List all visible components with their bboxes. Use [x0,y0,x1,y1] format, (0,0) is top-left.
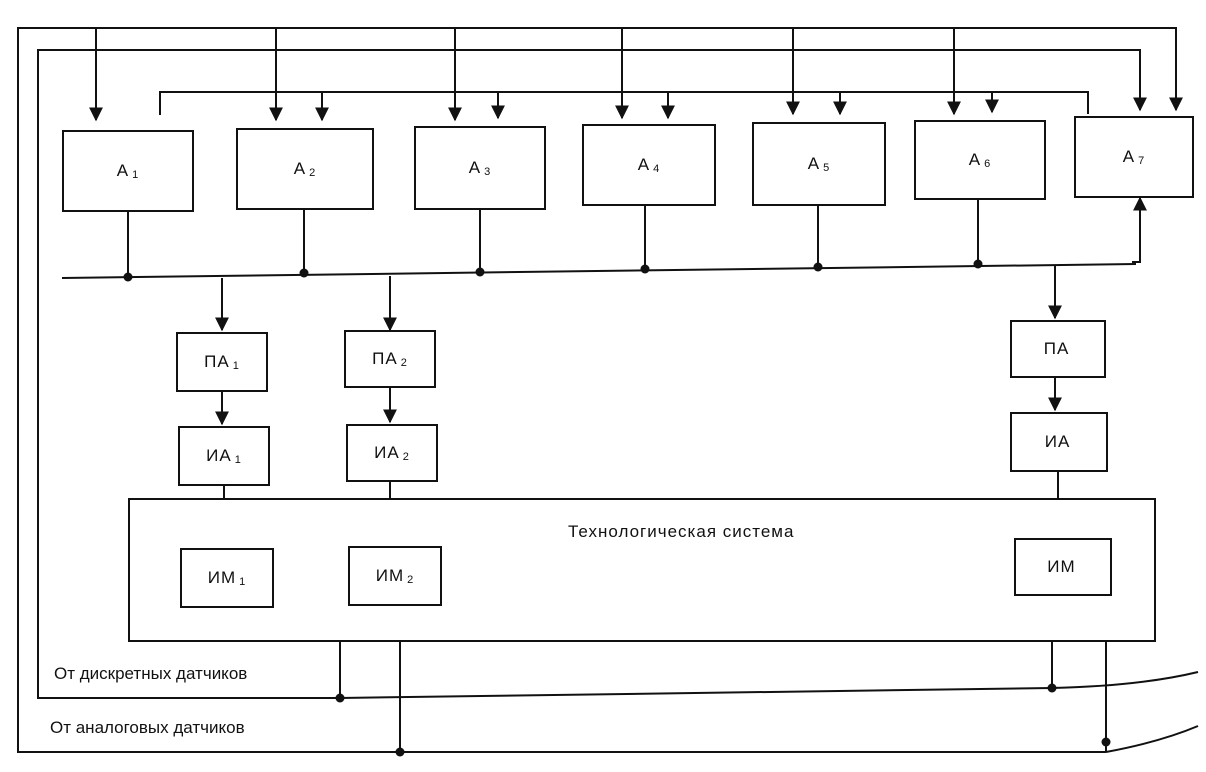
technological-system: Технологическая система [128,498,1156,642]
analog-sensors-label: От аналоговых датчиков [50,718,245,737]
amplifier-ia: ИА [1010,412,1108,472]
discrete-sensors-label: От дискретных датчиков [54,664,248,683]
converter-pa: ПА [1010,320,1106,378]
actuator-im: ИМ [1014,538,1112,596]
technological-system-label: Технологическая система [568,522,795,541]
